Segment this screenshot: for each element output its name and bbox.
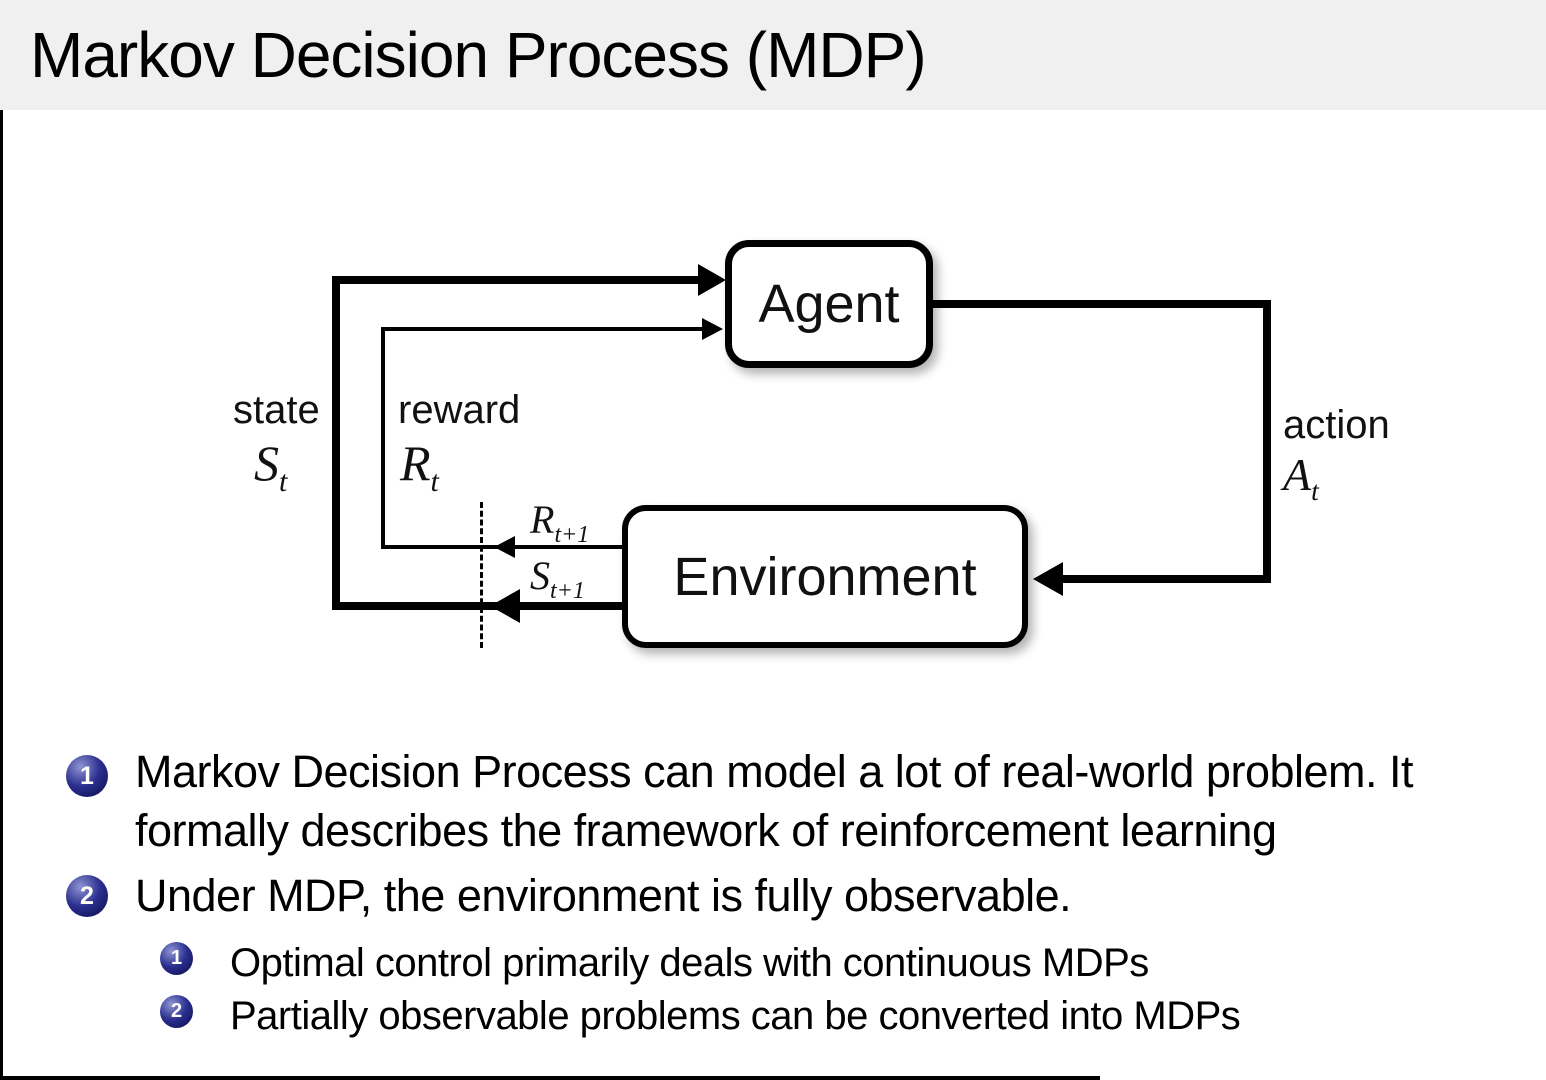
action-label: action (1283, 403, 1390, 447)
bottom-frame-edge (0, 1076, 1100, 1080)
state-arrowhead-into-agent (698, 264, 726, 296)
state-line-vertical (332, 276, 340, 610)
time-step-dashed-divider (480, 502, 483, 648)
sub-bullet-2-ball-icon: 2 (160, 995, 193, 1028)
bullet-1-text: Markov Decision Process can model a lot … (135, 746, 1414, 856)
reward-line-vertical (381, 327, 385, 549)
reward-label: reward (398, 388, 521, 432)
left-frame-edge (0, 0, 3, 1080)
sub-bullet-1-ball-icon: 1 (160, 942, 193, 975)
action-line-top (933, 300, 1271, 308)
environment-box-label: Environment (673, 546, 977, 607)
agent-box-label: Agent (758, 274, 900, 334)
action-line-vertical (1263, 300, 1271, 583)
state-line-top (334, 276, 700, 284)
reward-symbol: Rt (400, 435, 439, 498)
agent-box: Agent (725, 240, 933, 368)
sub-bullet-2-text: Partially observable problems can be con… (230, 994, 1241, 1038)
reward-arrowhead-into-agent (702, 318, 723, 340)
bullet-2-ball-icon: 2 (66, 875, 108, 917)
bullet-1-ball-icon: 1 (66, 755, 108, 797)
action-line-bottom (1055, 575, 1271, 583)
environment-box: Environment (622, 505, 1028, 648)
state-line-bottom (334, 602, 624, 610)
reward-arrowhead-next-step (494, 536, 515, 558)
bullet-2-text: Under MDP, the environment is fully obse… (135, 870, 1072, 921)
next-state-symbol: St+1 (530, 553, 585, 604)
action-arrowhead-into-environment (1033, 562, 1063, 596)
state-symbol: St (254, 435, 288, 498)
state-arrowhead-next-step (490, 589, 520, 623)
sub-bullet-1-text: Optimal control primarily deals with con… (230, 941, 1149, 985)
action-symbol: At (1283, 449, 1319, 507)
slide-title-bar: Markov Decision Process (MDP) (0, 0, 1546, 110)
state-label: state (233, 388, 320, 432)
slide-title: Markov Decision Process (MDP) (30, 19, 927, 91)
next-reward-symbol: Rt+1 (530, 497, 590, 548)
reward-line-top (381, 327, 705, 331)
